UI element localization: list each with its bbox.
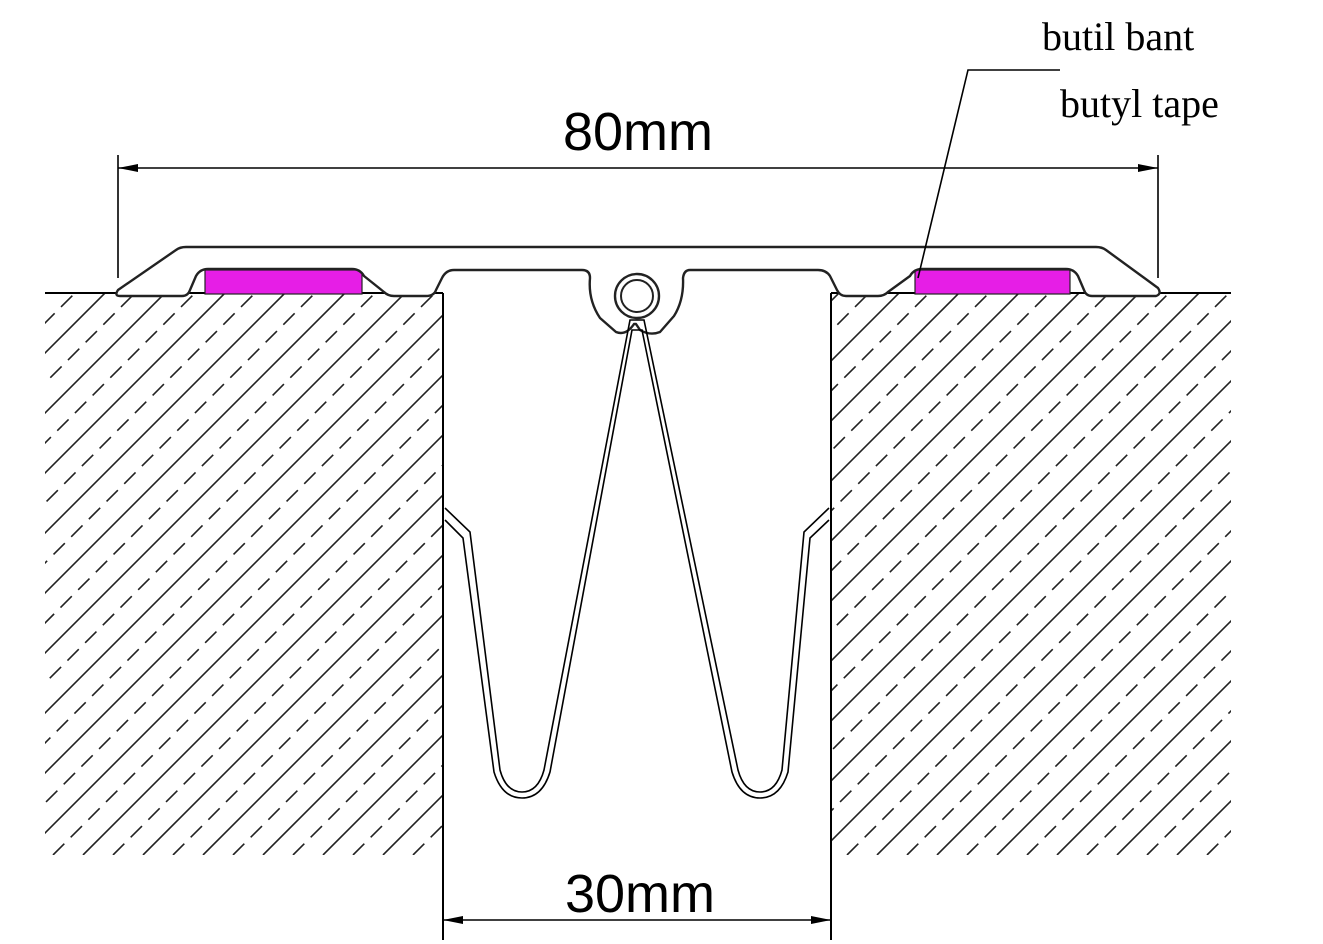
hatch-line — [1237, 293, 1323, 855]
hatch-line — [831, 293, 870, 333]
hatch-line — [45, 293, 346, 595]
hatch-line — [45, 293, 406, 655]
hatch-line — [831, 293, 1080, 543]
hatch-line — [45, 433, 443, 835]
callout-text-en: butyl tape — [1060, 81, 1219, 126]
hatch-line — [45, 293, 226, 475]
hatch-line — [1056, 679, 1231, 855]
hatch-line — [45, 343, 443, 745]
hatch-line — [863, 293, 1323, 855]
butyl-tape-left — [204, 269, 363, 295]
hatch-line — [893, 293, 1323, 855]
hatch-line — [1297, 293, 1323, 855]
hatch-line — [442, 853, 443, 855]
hatch-line — [262, 673, 443, 855]
hatch-line — [996, 619, 1231, 855]
hatch-line — [473, 293, 1035, 855]
hatch-line — [52, 463, 443, 855]
hatch-line — [906, 529, 1231, 855]
hatch-line — [172, 583, 443, 855]
butyl-tape-right — [914, 269, 1071, 295]
hatch-line — [1086, 709, 1231, 855]
flexible-insert-inner — [444, 329, 830, 799]
hatch-line — [45, 293, 106, 355]
overall-width-label: 80mm — [563, 102, 713, 162]
callout-text-tr: butil bant — [1042, 14, 1194, 59]
hatch-line — [45, 293, 136, 385]
hatch-line — [953, 293, 1323, 855]
hatch-line — [45, 373, 443, 775]
hatch-line — [831, 293, 930, 393]
hatch-line — [533, 293, 1095, 855]
hatch-line — [45, 293, 436, 685]
hatch-line — [831, 293, 960, 423]
hatch-line — [292, 703, 443, 855]
hatch-line — [833, 293, 1323, 855]
hatch-line — [82, 493, 443, 855]
hatch-line — [923, 293, 1323, 855]
flexible-insert-outer — [444, 319, 830, 793]
hatch-line — [983, 293, 1323, 855]
right-concrete-slab — [831, 293, 1323, 855]
hatch-line — [831, 293, 1170, 633]
hatch-line — [1267, 293, 1323, 855]
hatch-line — [45, 293, 376, 625]
hatch-line — [1206, 829, 1231, 855]
hatch-line — [966, 589, 1231, 855]
hatch-line — [45, 293, 256, 505]
gap-width-label: 30mm — [565, 864, 715, 924]
hatch-line — [1116, 739, 1231, 855]
hatch-line — [45, 293, 316, 565]
hatch-line — [831, 379, 1231, 783]
hatch-line — [202, 613, 443, 855]
hinge-inner — [620, 279, 654, 313]
hatch-line — [831, 293, 1200, 663]
hatch-line — [831, 439, 1231, 843]
hatch-line — [831, 293, 1020, 483]
hatch-line — [45, 293, 46, 295]
hatch-line — [846, 469, 1231, 855]
hatch-line — [831, 293, 990, 453]
hatch-line — [45, 313, 443, 715]
hatch-line — [876, 499, 1231, 855]
hatch-line — [1176, 799, 1231, 855]
left-concrete-slab — [45, 293, 1323, 855]
hatch-line — [831, 293, 1140, 603]
hatch-line — [232, 643, 443, 855]
hatch-line — [831, 293, 840, 303]
hatch-line — [831, 293, 1110, 573]
hatch-line — [831, 293, 1230, 693]
callout-leader — [917, 69, 1060, 279]
hatch-line — [412, 823, 443, 855]
hatch-line — [45, 293, 286, 535]
hatch-line — [1146, 769, 1231, 855]
hatch-line — [831, 293, 1050, 513]
hatch-line — [773, 293, 1323, 855]
hatch-line — [831, 293, 900, 363]
hatch-line — [45, 403, 443, 805]
hatch-line — [803, 293, 1323, 855]
hatch-line — [831, 319, 1231, 723]
hatch-line — [45, 293, 196, 445]
hatch-line — [45, 293, 166, 415]
hatch-line — [322, 733, 443, 855]
hatch-line — [112, 523, 443, 855]
hatch-line — [831, 349, 1231, 753]
hatch-line — [1026, 649, 1231, 855]
hatch-line — [936, 559, 1231, 855]
hatch-line — [831, 409, 1231, 813]
hatch-line — [142, 553, 443, 855]
